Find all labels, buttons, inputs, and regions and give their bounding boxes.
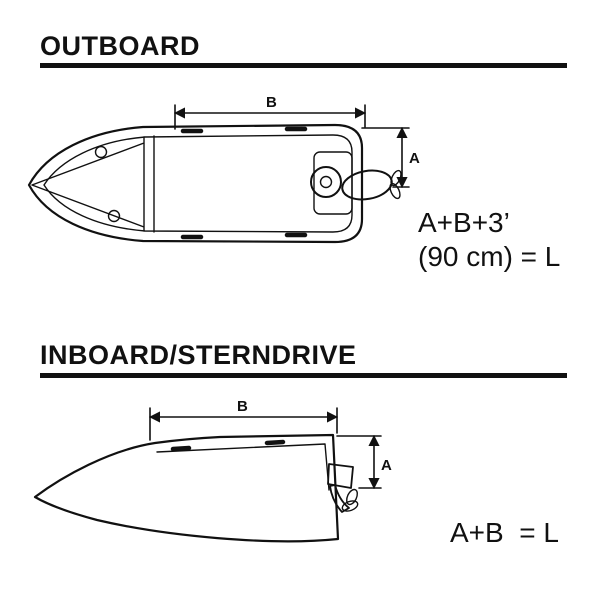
inboard-formula: A+B = L <box>450 517 559 548</box>
inboard-divider <box>40 373 567 378</box>
motor-well <box>313 151 353 215</box>
outboard-formula: A+B+3’(90 cm) = L <box>418 206 560 274</box>
gunwale-line <box>43 134 353 233</box>
outdrive-housing <box>327 463 354 489</box>
hull-outline <box>27 123 364 244</box>
dim-b-label: B <box>237 398 248 415</box>
propeller-blade <box>389 182 401 200</box>
deck-hardware-marks <box>180 126 308 240</box>
dim-a-label: A <box>381 457 392 474</box>
outboard-formula-line1: A+B+3’ <box>418 207 510 238</box>
outboard-formula-line2: (90 cm) = L <box>418 241 561 272</box>
deck-inner-line <box>156 443 330 491</box>
sterndrive-unit <box>327 463 359 513</box>
cleat-circle <box>107 209 121 223</box>
outboard-dimensions: B A <box>173 94 420 189</box>
propeller-blade <box>341 500 359 512</box>
motor-cowl <box>341 169 393 201</box>
deck-hardware-marks <box>170 439 286 452</box>
propeller-blade <box>346 488 358 506</box>
outdrive-leg <box>329 484 350 513</box>
outboard-motor <box>310 166 402 201</box>
steering-hub <box>319 175 333 189</box>
inboard-hull <box>33 433 340 543</box>
outboard-boat-diagram: B A <box>27 94 420 244</box>
steering-circle <box>310 166 342 198</box>
inboard-dimensions: B A <box>148 398 392 490</box>
cleat-circle <box>94 145 108 159</box>
outboard-heading: OUTBOARD <box>40 31 200 61</box>
bow-deck-lines <box>31 135 155 233</box>
outboard-hull <box>27 123 364 244</box>
inboard-heading: INBOARD/STERNDRIVE <box>40 340 357 370</box>
dim-a-label: A <box>409 150 420 167</box>
dim-b-label: B <box>266 94 277 111</box>
hull-profile <box>33 433 340 543</box>
outboard-divider <box>40 63 567 68</box>
inboard-boat-diagram: B A <box>33 398 392 543</box>
